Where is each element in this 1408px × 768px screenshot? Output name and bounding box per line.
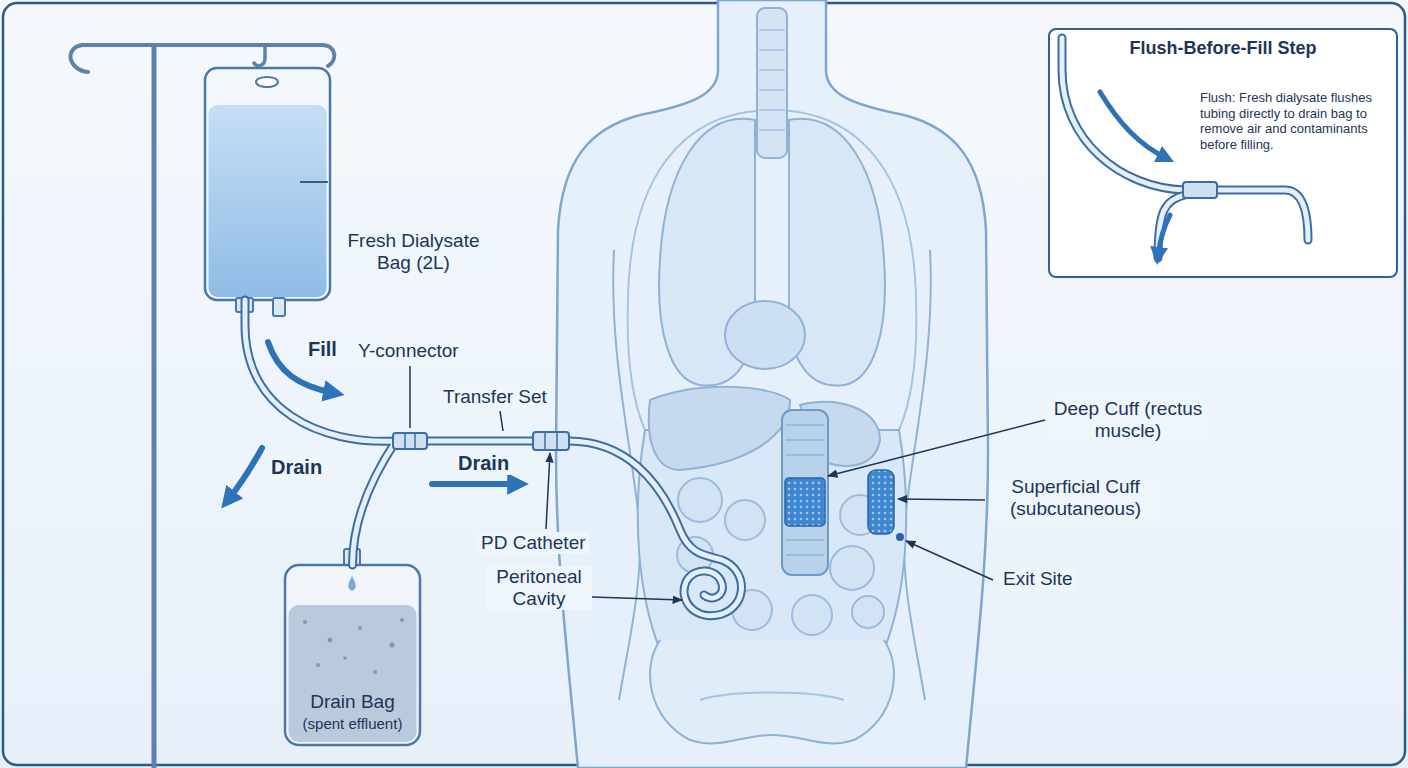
part-label: Deep Cuff (rectus muscle) bbox=[1050, 398, 1206, 442]
part-label: PD Catheter bbox=[478, 532, 589, 554]
transfer-set-and-catheter bbox=[428, 432, 742, 616]
drain-bag: Drain Bag (spent effluent) bbox=[285, 565, 420, 745]
flow-label: Drain bbox=[455, 452, 512, 475]
abdomen bbox=[638, 387, 906, 744]
deep-cuff bbox=[785, 478, 825, 526]
inset-panel: Flush-Before-Fill StepFlush: Fresh dialy… bbox=[1048, 28, 1398, 278]
part-label: Peritoneal Cavity bbox=[486, 566, 592, 610]
leader-lines bbox=[410, 366, 1045, 600]
superficial-cuff bbox=[868, 470, 894, 534]
exit-site bbox=[896, 533, 904, 541]
flow-label: Fill bbox=[305, 338, 340, 361]
bag-label: Drain Bag bbox=[285, 691, 420, 713]
part-label: Transfer Set bbox=[440, 386, 550, 408]
chest-organs bbox=[659, 8, 885, 386]
part-label: Superficial Cuff (subcutaneous) bbox=[990, 476, 1161, 520]
inset-title: Flush-Before-Fill Step bbox=[1050, 38, 1396, 59]
dialysate-bag: Fresh Dialysate Bag (2L) bbox=[205, 70, 490, 300]
body-outline bbox=[556, 0, 988, 768]
flow-label: Drain bbox=[268, 456, 325, 479]
drain-bag bbox=[285, 549, 420, 745]
part-label: Exit Site bbox=[1000, 568, 1076, 590]
inset-note: Flush: Fresh dialysate flushes tubing di… bbox=[1200, 90, 1388, 152]
flush-inset-drawing bbox=[1048, 28, 1398, 278]
bag-sublabel: (spent effluent) bbox=[285, 715, 420, 732]
part-label: Y-connector bbox=[355, 340, 462, 362]
fresh-dialysate-bag bbox=[205, 68, 330, 316]
bag-label: Fresh Dialysate Bag (2L) bbox=[333, 230, 494, 274]
